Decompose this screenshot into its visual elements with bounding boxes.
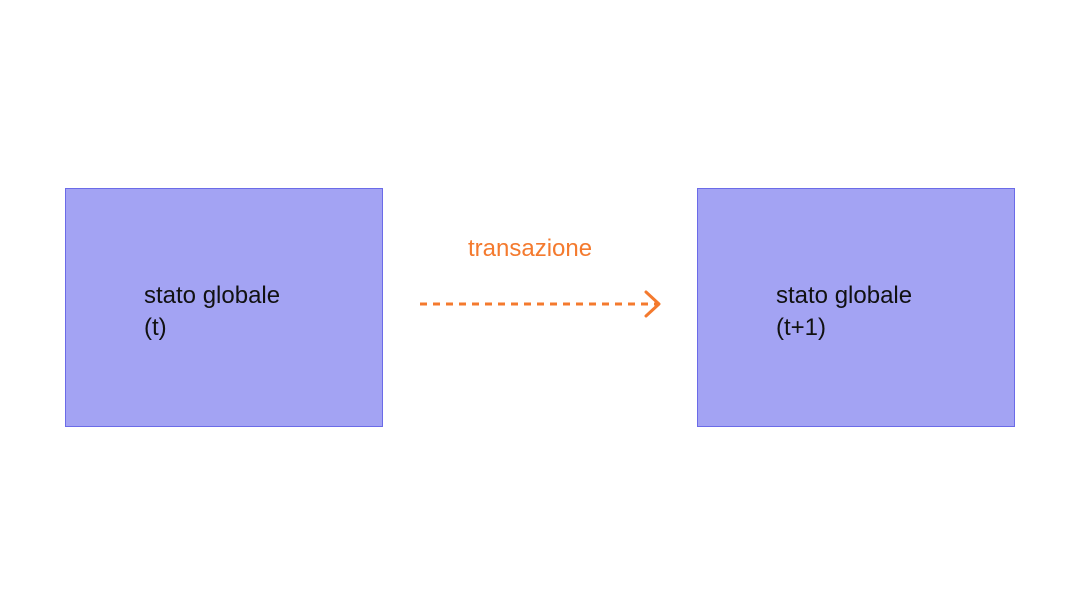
transition-arrowhead	[644, 290, 661, 318]
state-box-target: stato globale (t+1)	[697, 188, 1015, 427]
state-title-source: stato globale	[144, 282, 281, 309]
transition-arrow	[420, 290, 661, 318]
state-box-source: stato globale (t)	[65, 188, 383, 427]
state-title-target: stato globale	[776, 282, 913, 309]
state-label-target: stato globale (t+1)	[776, 280, 912, 344]
state-time-target: (t+1)	[776, 314, 827, 341]
state-label-source: stato globale (t)	[144, 280, 280, 344]
state-time-source: (t)	[144, 314, 167, 341]
transition-label: transazione	[468, 235, 593, 262]
